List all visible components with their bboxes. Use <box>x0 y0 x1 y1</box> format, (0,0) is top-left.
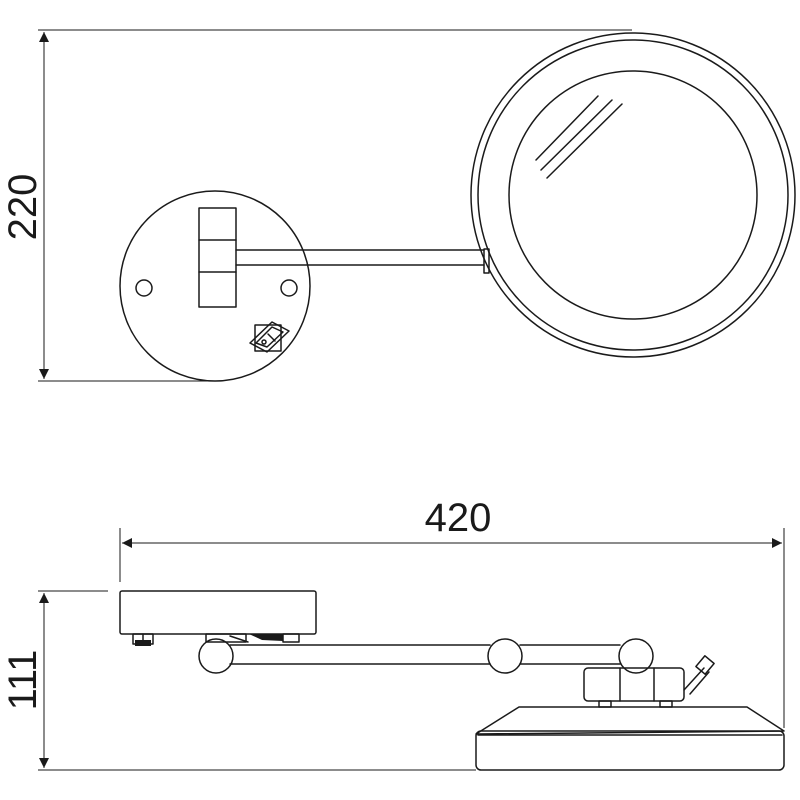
joint-knob-2 <box>487 638 523 674</box>
side-view: 420 111 <box>1 496 785 771</box>
mount-hole-right-icon <box>280 279 298 297</box>
power-switch-icon <box>249 321 290 353</box>
glass-reflection-icon <box>535 95 623 179</box>
wall-plate-side <box>119 590 317 646</box>
dimension-label-111: 111 <box>1 650 45 711</box>
extension-arm-side <box>198 635 654 674</box>
extension-arm <box>235 248 490 274</box>
mirror-frame <box>477 39 789 351</box>
dimension-label-220: 220 <box>1 174 45 241</box>
joint-knob-3 <box>618 638 654 674</box>
hinge-block <box>198 207 237 308</box>
mirror <box>470 32 796 358</box>
wall-plate <box>119 190 311 382</box>
front-view: 220 <box>1 29 796 382</box>
mount-hole-left-icon <box>135 279 153 297</box>
dimension-label-420: 420 <box>425 496 492 540</box>
mirror-glass <box>508 70 758 320</box>
mirror-side <box>475 706 785 771</box>
mirror-outer-ring <box>470 32 796 358</box>
joint-knob-1 <box>198 638 234 674</box>
